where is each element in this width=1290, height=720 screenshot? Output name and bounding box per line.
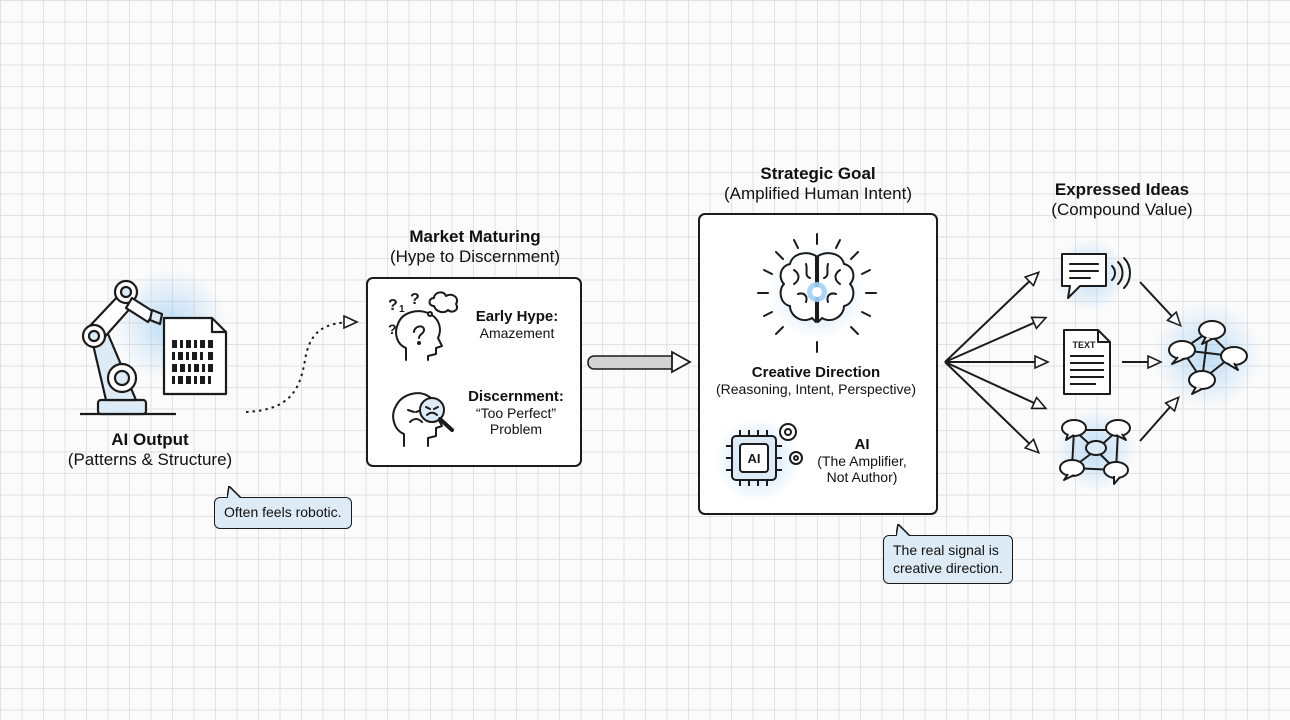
ai-amplifier-title: AI	[854, 436, 870, 453]
doc-label: TEXT	[1072, 340, 1096, 350]
bubble-tail	[896, 524, 910, 536]
ai-chip-icon: AI	[726, 423, 803, 486]
market-header: Market Maturing (Hype to Discernment)	[360, 227, 590, 267]
strategic-title: Strategic Goal	[760, 164, 876, 183]
robotic-note-bubble: Often feels robotic.	[214, 486, 352, 529]
svg-text:?: ?	[388, 321, 397, 337]
ai-output-subtitle: (Patterns & Structure)	[67, 450, 233, 469]
market-title: Market Maturing	[409, 227, 541, 246]
bubble-tail	[227, 486, 241, 498]
ai-output-label: AI Output (Patterns & Structure)	[40, 430, 260, 470]
ai-amplifier-sub-2: Not Author)	[826, 469, 898, 485]
strategic-header: Strategic Goal (Amplified Human Intent)	[690, 164, 946, 204]
robotic-note-text: Often feels robotic.	[224, 504, 342, 520]
chip-label: AI	[748, 451, 761, 466]
creative-direction-title: Creative Direction	[751, 364, 881, 381]
early-hype-sub: Amazement	[479, 325, 555, 341]
creative-direction-label: Creative Direction (Reasoning, Intent, P…	[700, 364, 932, 397]
discernment-title: Discernment:	[468, 388, 564, 405]
discernment-sub-1: “Too Perfect”	[475, 405, 557, 421]
chat-bubble-icon	[1061, 253, 1131, 299]
svg-text:?: ?	[388, 297, 398, 314]
confused-head-icon: ? 1 ? ?	[388, 291, 458, 361]
brain-icon	[757, 233, 877, 353]
signal-note-bubble: The real signal is creative direction.	[883, 524, 1013, 584]
ai-amplifier-label: AI (The Amplifier, Not Author)	[800, 436, 924, 485]
magnifier-head-icon	[392, 392, 454, 447]
discernment-label: Discernment: “Too Perfect” Problem	[456, 388, 576, 437]
expressed-title: Expressed Ideas	[1054, 180, 1190, 199]
svg-text:?: ?	[410, 291, 420, 308]
ai-amplifier-sub-1: (The Amplifier,	[817, 453, 907, 469]
fan-out-arrows	[944, 273, 1047, 452]
strategic-subtitle: (Amplified Human Intent)	[723, 184, 913, 203]
chat-network-icon	[1059, 419, 1131, 485]
robot-arm-icon	[80, 279, 228, 416]
early-hype-title: Early Hype:	[475, 308, 559, 325]
market-subtitle: (Hype to Discernment)	[389, 247, 561, 266]
signal-note-line-1: The real signal is	[893, 542, 999, 558]
early-hype-label: Early Hype: Amazement	[462, 308, 572, 341]
creative-direction-sub: (Reasoning, Intent, Perspective)	[716, 381, 916, 397]
signal-note-line-2: creative direction.	[893, 559, 1003, 576]
svg-text:1: 1	[399, 304, 405, 315]
ai-output-title: AI Output	[111, 430, 189, 449]
dotted-arrow-to-market	[245, 322, 356, 413]
expressed-header: Expressed Ideas (Compound Value)	[1010, 180, 1234, 220]
discernment-sub-2: Problem	[489, 421, 543, 437]
idea-network-icon	[1168, 320, 1248, 395]
market-box	[366, 277, 582, 467]
text-document-icon: TEXT	[1063, 329, 1111, 395]
expressed-subtitle: (Compound Value)	[1051, 200, 1193, 219]
thick-arrow-to-strategic	[587, 350, 692, 374]
